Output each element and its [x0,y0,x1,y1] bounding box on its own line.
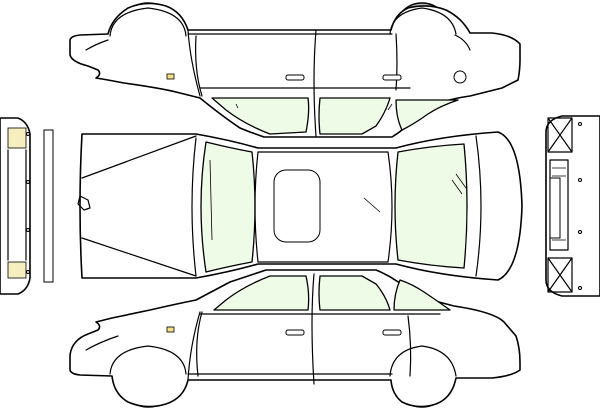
rear-door-handle-left [285,74,305,81]
front-bolt-4 [578,286,582,290]
door-seam-rear-right [407,315,412,377]
roof-antenna [363,197,381,213]
rear-bolt-4 [26,270,30,274]
quarter-window-right [393,279,451,311]
roof-outline [254,151,393,263]
rear-bumper-line [7,149,27,261]
front-wheel-arch-left [389,7,457,35]
rear-wheel-arch-right [389,345,457,377]
quarter-window-left [395,99,459,131]
rear-wheel-arch-left [109,7,187,37]
rocker-line-right [187,311,201,381]
fuel-cap-icon [453,70,467,84]
windshield [200,141,256,273]
hood-seam [191,137,197,277]
front-door-window-left [318,97,391,135]
headlight-upper [547,117,573,153]
front-door-window-right [213,275,310,311]
front-bolt-2 [578,178,582,182]
hood-crease-upper [81,135,197,179]
sunroof [273,169,321,243]
rear-door-window-left [211,97,310,135]
front-door-handle-left [382,74,402,81]
headlight-lower [547,257,573,293]
grille-slats [552,167,566,241]
hood-emblem-icon [77,195,91,211]
top-view [77,131,523,281]
rear-door-handle-right [382,329,402,336]
rear-quarter-line-left [85,39,109,51]
front-bolt-1 [578,122,582,126]
tail-light-lower [7,261,27,279]
windshield-wiper [209,159,213,241]
front-fender-line-left [454,34,471,51]
front-view [545,115,600,297]
side-marker-right [166,326,175,333]
tail-light-upper [7,127,27,149]
rear-defroster-line [451,173,467,195]
antenna-strip [43,129,54,283]
rear-door-window-right [318,275,391,311]
front-door-handle-right [285,329,305,336]
license-plate [549,177,561,239]
rocker-line-left [187,29,201,97]
front-bolt-3 [578,230,582,234]
rear-bolt-1 [26,132,30,136]
side-right-view [69,269,521,408]
rear-bolt-3 [26,228,30,232]
rear-view [0,117,54,295]
rear-window [394,143,468,269]
front-fender-line-right [85,335,119,351]
side-left-view [69,2,521,138]
rear-bolt-2 [26,180,30,184]
hood-crease-lower [81,237,197,277]
door-seam-rear-left [195,35,203,97]
door-seam-front-right [196,311,203,377]
front-wheel-arch-right [109,345,187,375]
door-seam-middle-left [313,29,317,137]
side-marker-left [166,73,175,80]
door-seam-front-left [395,33,398,91]
door-seam-middle-right [311,273,315,385]
window-reflection-left [235,103,393,111]
trunk-seam [475,135,482,277]
